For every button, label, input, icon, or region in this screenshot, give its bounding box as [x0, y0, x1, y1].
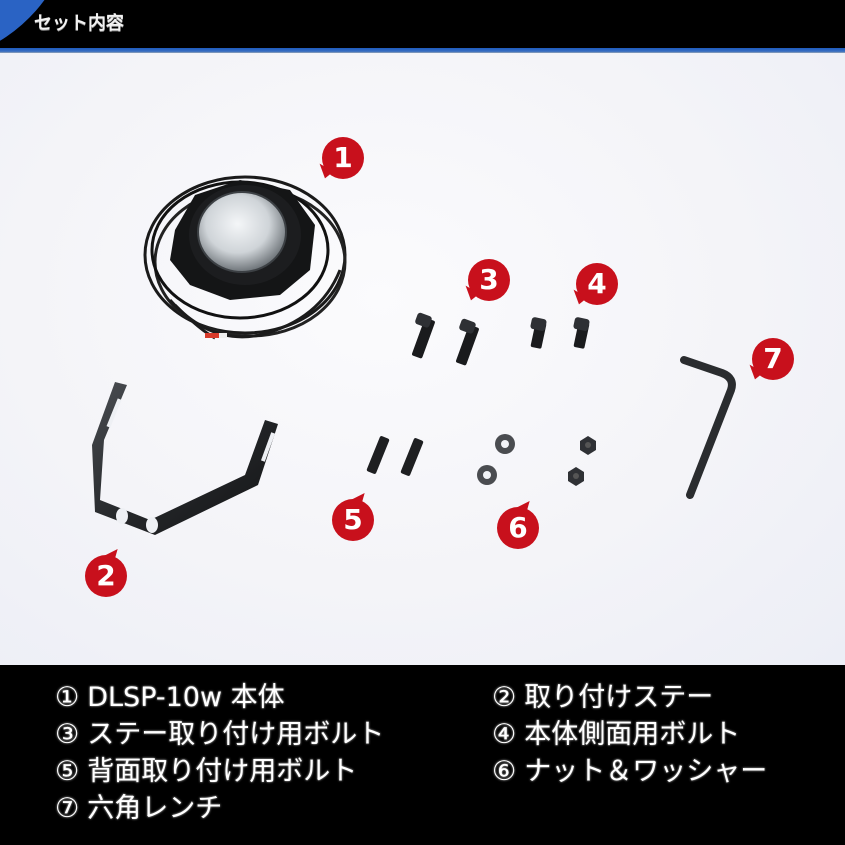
marker-1: 1: [314, 137, 364, 181]
section-header: セット内容: [0, 0, 845, 50]
stay-mounting-bolts: [412, 312, 479, 366]
body-side-bolts: [530, 317, 590, 349]
product-photo: 1 2 3 4 5 6 7: [0, 53, 845, 665]
back-mounting-bolts: [366, 436, 424, 476]
section-title: セット内容: [34, 13, 124, 34]
nuts-and-washers: [477, 434, 596, 486]
marker-6: 6: [497, 497, 539, 549]
header-stripe: [0, 48, 845, 53]
hex-wrench: [680, 356, 736, 499]
kit-contents-illustration: [92, 175, 736, 535]
marker-4: 4: [568, 263, 618, 307]
marker-3: 3: [460, 259, 510, 303]
marker-5: 5: [332, 489, 374, 541]
mounting-bracket: [92, 382, 278, 535]
led-light-body: [143, 175, 347, 340]
marker-7: 7: [744, 338, 794, 382]
marker-2: 2: [85, 545, 127, 597]
